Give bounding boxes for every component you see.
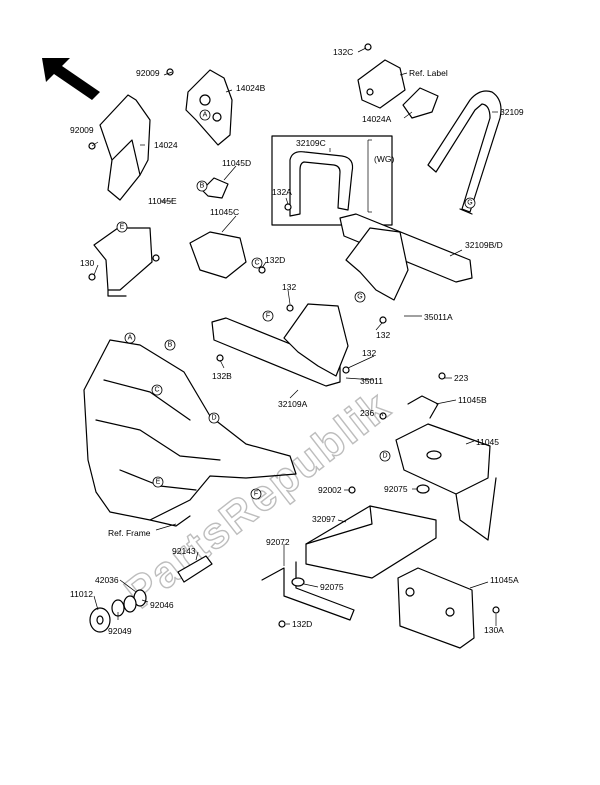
marker-d-2: D: [379, 450, 391, 462]
label-92009-left: 92009: [70, 125, 94, 135]
label-14024: 14024: [154, 140, 178, 150]
watermark: PartsRepublik: [116, 381, 400, 618]
label-11045: 11045: [476, 437, 499, 447]
ref-markers: A A B B C C D D E E F F G G: [116, 109, 476, 500]
tray-11045: [395, 423, 497, 541]
label-132c: 132C: [333, 47, 353, 57]
label-11045c: 11045C: [210, 207, 239, 217]
marker-e-2: E: [152, 476, 164, 488]
strap-92072: [261, 561, 355, 621]
label-92075-upper: 92075: [384, 484, 408, 494]
rail-32109a: [211, 303, 349, 387]
label-32109a: 32109A: [278, 399, 308, 409]
label-92143: 92143: [172, 546, 196, 556]
label-32109c: 32109C: [296, 138, 326, 148]
label-92002: 92002: [318, 485, 342, 495]
svg-text:A: A: [203, 112, 208, 119]
label-132b: 132B: [212, 371, 232, 381]
washer-11012: [89, 599, 125, 633]
marker-d-1: D: [208, 412, 220, 424]
svg-text:A: A: [128, 335, 133, 342]
label-32109: 32109: [500, 107, 524, 117]
label-32097: 32097: [312, 514, 336, 524]
grab-rail-32109: [427, 90, 502, 215]
label-11045e: 11045E: [148, 196, 177, 206]
marker-g-2: G: [354, 291, 366, 303]
label-92046: 92046: [150, 600, 174, 610]
label-132-upper: 132: [282, 282, 296, 292]
marker-a-2: A: [124, 332, 136, 344]
svg-text:D: D: [382, 453, 387, 460]
marker-g-1: G: [464, 197, 476, 209]
label-132d-lower: 132D: [292, 619, 312, 629]
label-92049: 92049: [108, 626, 132, 636]
svg-text:B: B: [168, 342, 173, 349]
marker-f-2: F: [250, 488, 262, 500]
label-wg: (WG): [374, 154, 394, 164]
part-labels: 92009 92009 14024 14024B 132C Ref. Label…: [70, 47, 524, 636]
svg-text:C: C: [254, 260, 259, 267]
label-130a: 130A: [484, 625, 504, 635]
bushing-42036: [123, 589, 147, 613]
collar-92143: [177, 555, 213, 583]
bracket-11045c: [189, 231, 247, 279]
grab-rail-32109c: [271, 135, 393, 226]
label-11045d: 11045D: [222, 158, 251, 168]
marker-a-1: A: [199, 109, 211, 121]
label-11045a: 11045A: [490, 575, 519, 585]
label-132a: 132A: [272, 187, 292, 197]
svg-text:B: B: [200, 183, 205, 190]
svg-text:F: F: [266, 313, 270, 320]
marker-c-1: C: [251, 257, 263, 269]
label-236: 236: [360, 408, 374, 418]
svg-text:C: C: [154, 387, 159, 394]
bracket-11045e: [93, 227, 160, 297]
front-direction-arrow: [42, 58, 100, 100]
svg-text:E: E: [156, 479, 161, 486]
label-ref-label: Ref. Label: [409, 68, 448, 78]
label-35011: 35011: [360, 376, 383, 386]
marker-f-1: F: [262, 310, 274, 322]
label-32109bd: 32109B/D: [465, 240, 503, 250]
svg-text:F: F: [254, 491, 258, 498]
cover-14024b: [185, 69, 233, 146]
label-132-lower: 132: [362, 348, 376, 358]
svg-text:G: G: [467, 200, 472, 207]
label-92075-lower: 92075: [320, 582, 344, 592]
rail-32109bd: [339, 213, 473, 301]
plate-14024a: [357, 59, 439, 119]
label-42036: 42036: [95, 575, 119, 585]
marker-c-2: C: [151, 384, 163, 396]
bracket-11045d: [201, 177, 229, 199]
marker-b-2: B: [164, 339, 176, 351]
label-ref-frame: Ref. Frame: [108, 528, 151, 538]
label-92009-top: 92009: [136, 68, 160, 78]
label-223: 223: [454, 373, 468, 383]
label-14024a: 14024A: [362, 114, 392, 124]
label-132d-upper: 132D: [265, 255, 285, 265]
side-cover-14024: [99, 94, 151, 201]
battery-case-32097: [305, 505, 437, 579]
clamp-11045b: [407, 395, 439, 419]
label-35011a: 35011A: [424, 312, 453, 322]
label-92072: 92072: [266, 537, 290, 547]
marker-e-1: E: [116, 221, 128, 233]
label-14024b: 14024B: [236, 83, 266, 93]
label-132-mid: 132: [376, 330, 390, 340]
svg-text:G: G: [357, 294, 362, 301]
marker-b-1: B: [196, 180, 208, 192]
svg-text:D: D: [211, 415, 216, 422]
label-11012: 11012: [70, 589, 93, 599]
label-11045b: 11045B: [458, 395, 487, 405]
leader-lines: [91, 47, 498, 626]
svg-text:E: E: [120, 224, 125, 231]
label-130: 130: [80, 258, 94, 268]
plate-11045a: [397, 567, 475, 649]
